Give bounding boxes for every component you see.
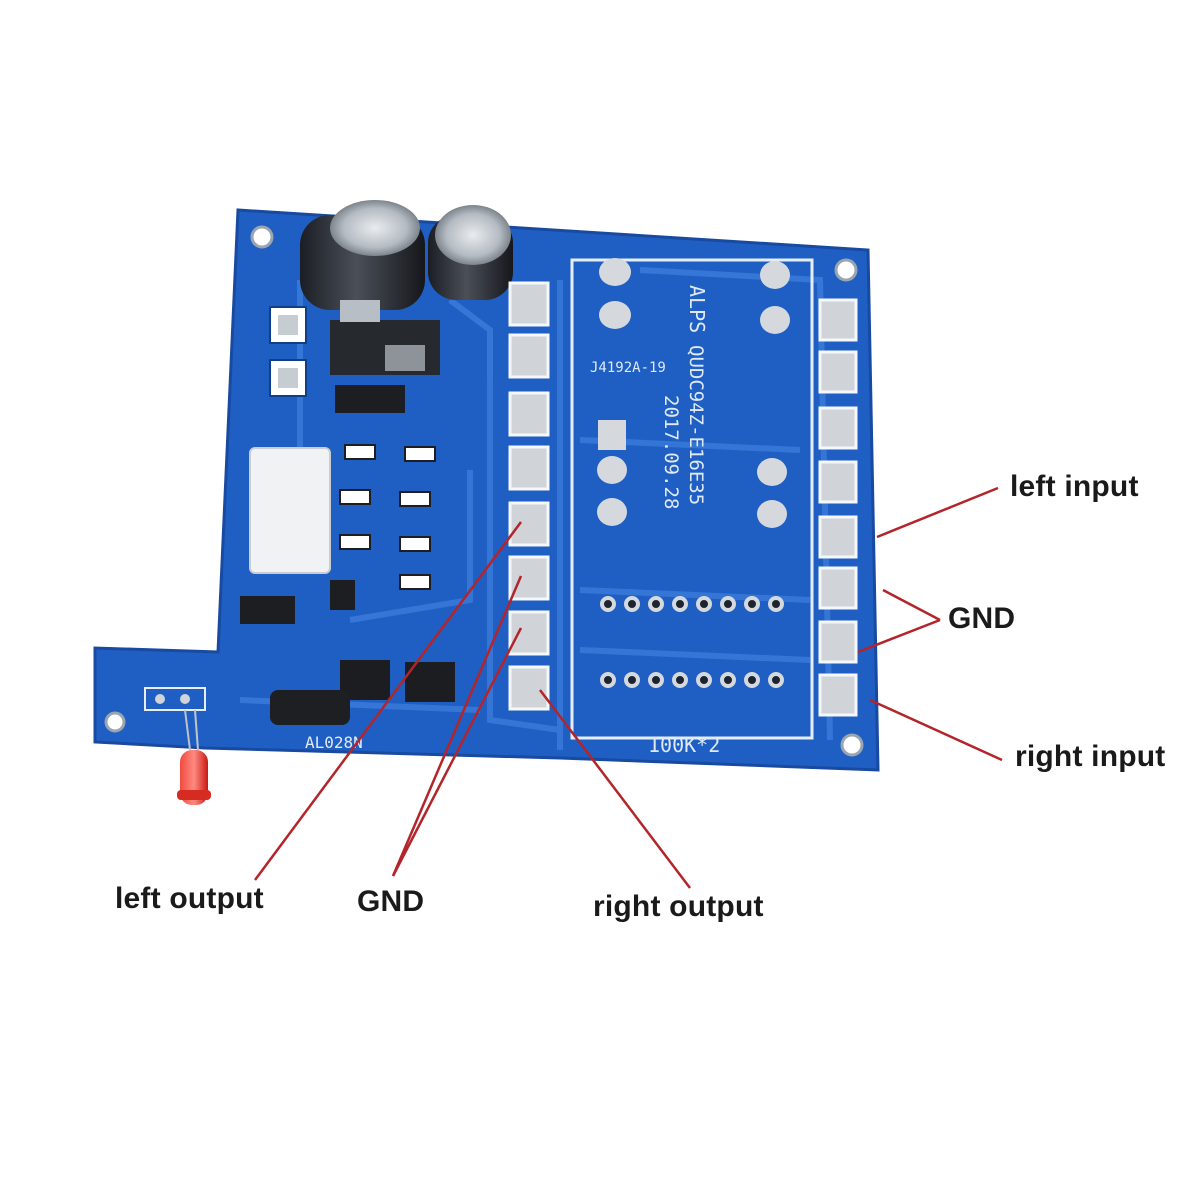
output-pads — [508, 281, 550, 711]
mounting-holes — [104, 225, 864, 757]
input-pads — [818, 298, 858, 717]
ir-receiver — [270, 690, 350, 725]
electrolytic-capacitors — [300, 200, 513, 310]
silk-pot-brand: ALPS — [685, 285, 709, 333]
label-left-output: left output — [115, 882, 264, 915]
smd-resistors — [339, 444, 436, 590]
label-gnd-input-side: GND — [948, 602, 1016, 635]
pcb-board — [93, 208, 880, 772]
power-pads — [269, 306, 307, 397]
label-left-input: left input — [1010, 470, 1139, 503]
label-gnd-output-side: GND — [357, 885, 425, 918]
silk-resistance: 100K*2 — [648, 733, 720, 757]
silk-board-model: AL028N — [305, 733, 363, 752]
label-right-input: right input — [1015, 740, 1166, 773]
transistors — [240, 580, 355, 624]
led-indicator — [144, 687, 211, 805]
voltage-regulator — [330, 300, 440, 375]
silk-pot-model: QUDC94Z-E16E35 — [685, 345, 707, 505]
label-right-output: right output — [593, 890, 764, 923]
potentiometer-footprint — [570, 258, 814, 740]
silk-chip-code: J4192A-19 — [590, 360, 666, 376]
leader-lines — [253, 486, 1003, 889]
header-connector — [249, 447, 331, 574]
diode — [335, 385, 405, 413]
silk-date-code: 2017.09.28 — [660, 395, 682, 509]
